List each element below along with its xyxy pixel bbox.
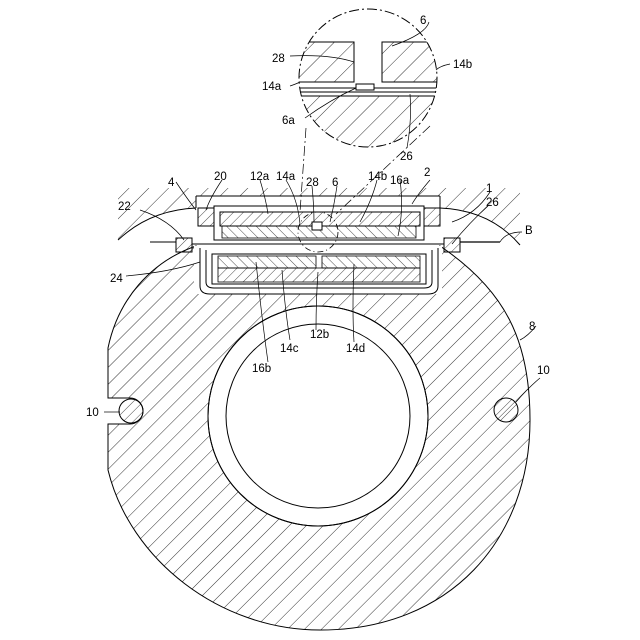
label-6a: 6a — [282, 115, 295, 127]
label-28-inset: 28 — [272, 53, 285, 65]
label-26-inset: 26 — [400, 151, 413, 163]
label-4: 4 — [168, 177, 175, 189]
pin-right — [494, 398, 518, 422]
label-10-left: 10 — [86, 407, 99, 419]
label-20: 20 — [214, 171, 227, 183]
label-2: 2 — [424, 167, 430, 179]
label-14b: 14b — [368, 171, 387, 183]
label-14b-inset: 14b — [453, 59, 472, 71]
label-24: 24 — [110, 273, 123, 285]
label-14a: 14a — [276, 171, 296, 183]
pin-left — [119, 399, 143, 423]
label-B: B — [525, 225, 533, 237]
label-16a: 16a — [390, 175, 410, 187]
label-26: 26 — [486, 197, 499, 209]
label-12b: 12b — [310, 329, 329, 341]
label-1: 1 — [486, 183, 492, 195]
rotor-body — [108, 246, 530, 630]
label-28: 28 — [306, 177, 319, 189]
label-12a: 12a — [250, 171, 270, 183]
label-14d: 14d — [346, 343, 365, 355]
label-10-right: 10 — [537, 365, 550, 377]
label-16b: 16b — [252, 363, 271, 375]
label-8: 8 — [529, 321, 535, 333]
label-14a-inset: 14a — [262, 81, 282, 93]
label-14c: 14c — [280, 343, 299, 355]
label-6-inset: 6 — [420, 15, 426, 27]
label-22: 22 — [118, 201, 131, 213]
label-6: 6 — [332, 177, 338, 189]
